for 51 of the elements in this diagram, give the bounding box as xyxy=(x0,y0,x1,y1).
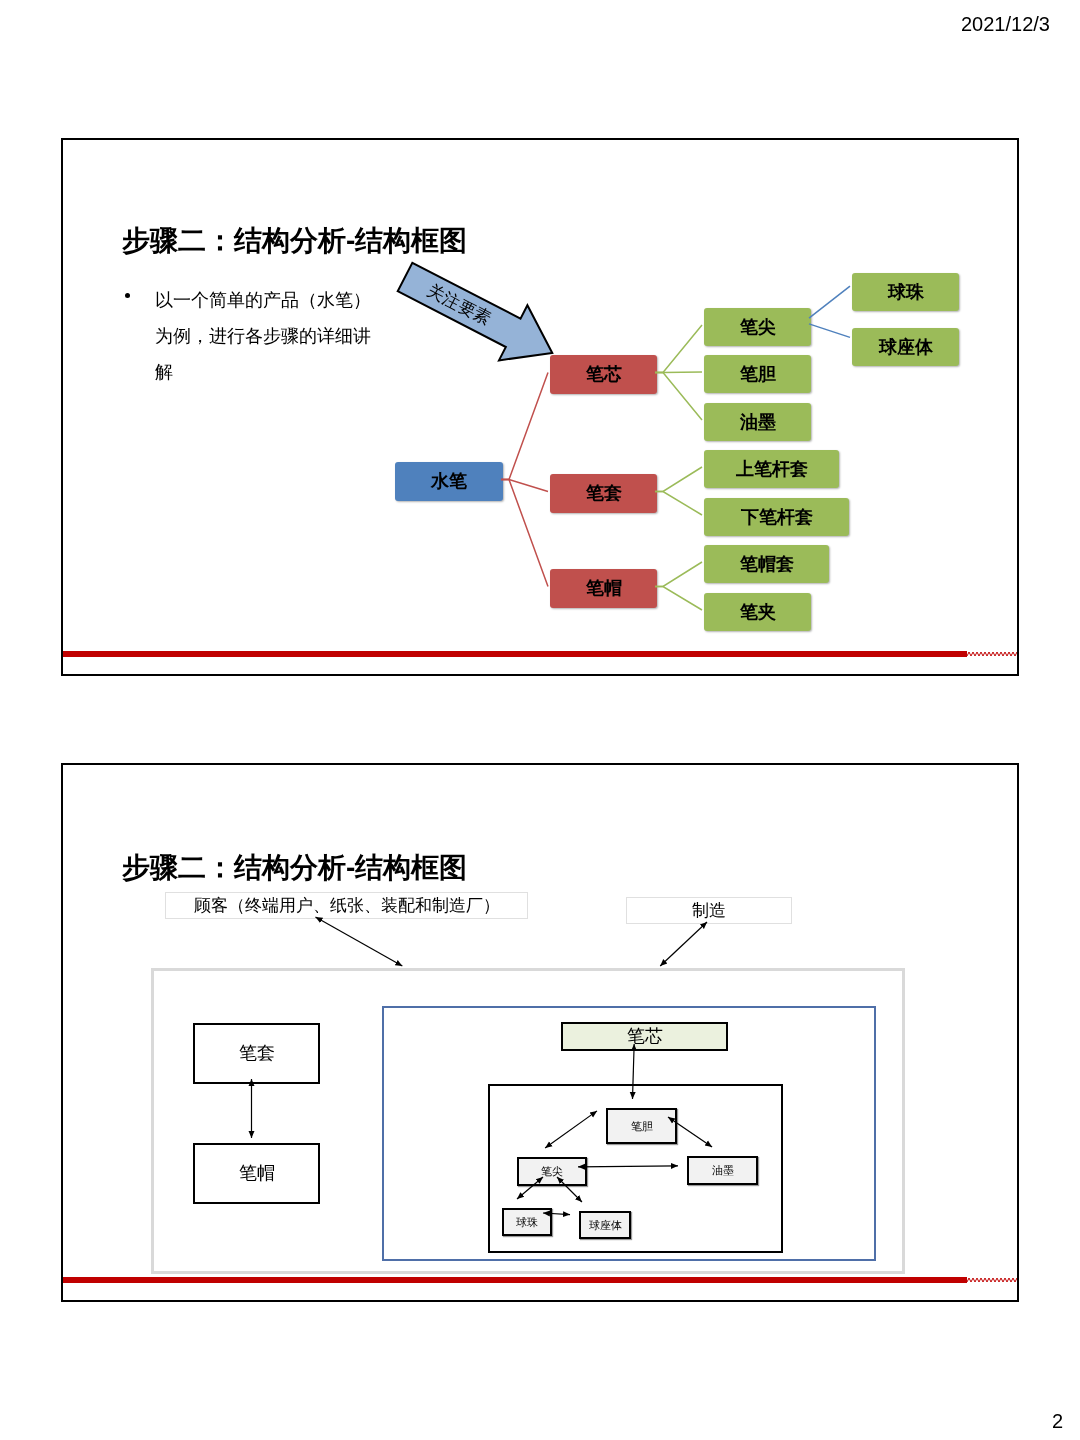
system-boundary-box xyxy=(151,968,905,1274)
part-box: 笔尖 xyxy=(517,1157,587,1186)
component-box: 笔帽 xyxy=(550,569,657,608)
part-box: 笔帽套 xyxy=(704,545,829,583)
part-box: 球座体 xyxy=(852,328,959,366)
component-box: 笔芯 xyxy=(550,355,657,394)
component-box: 笔套 xyxy=(550,474,657,513)
arrow xyxy=(577,1162,679,1170)
arrow xyxy=(667,1116,713,1148)
connector-line xyxy=(654,585,703,611)
arrow xyxy=(556,1176,583,1203)
slide-frame xyxy=(61,138,1019,676)
slide-frame xyxy=(61,763,1019,1302)
arrow xyxy=(542,1210,571,1218)
part-box: 球珠 xyxy=(852,273,959,311)
arrow xyxy=(659,921,708,967)
arrow xyxy=(314,916,403,967)
connector-line xyxy=(654,371,703,421)
part-box: 油墨 xyxy=(687,1156,758,1185)
subsystem-box xyxy=(488,1084,783,1253)
connector-line xyxy=(654,490,703,516)
part-box: 球座体 xyxy=(579,1211,631,1239)
root-node: 水笔 xyxy=(395,462,503,501)
connector-line xyxy=(808,323,851,339)
arrow xyxy=(248,1078,255,1139)
component-box: 笔套 xyxy=(193,1023,320,1084)
part-box: 笔胆 xyxy=(704,355,811,393)
component-box: 笔芯 xyxy=(561,1022,728,1051)
arrow xyxy=(516,1176,544,1200)
edge-label: 关注要素 xyxy=(423,279,495,331)
part-box: 笔胆 xyxy=(606,1108,677,1144)
part-box: 笔尖 xyxy=(704,308,811,346)
slide-title: 步骤二：结构分析-结构框图 xyxy=(122,224,468,258)
bullet-text: 以一个简单的产品（水笔）为例，进行各步骤的详细讲解 xyxy=(155,289,372,384)
part-box: 球珠 xyxy=(502,1208,552,1236)
connector-line xyxy=(808,285,851,319)
block-arrow xyxy=(396,261,554,362)
context-box: 顾客（终端用户、纸张、装配和制造厂） xyxy=(165,892,528,919)
part-box: 上笔杆套 xyxy=(704,450,839,488)
slide-title: 步骤二：结构分析-结构框图 xyxy=(122,851,468,885)
arrow xyxy=(629,1043,637,1100)
part-box: 笔夹 xyxy=(704,593,811,631)
subsystem-box xyxy=(382,1006,876,1261)
part-box: 油墨 xyxy=(704,403,811,441)
arrow xyxy=(544,1110,598,1149)
page-number: 2 xyxy=(1052,1409,1064,1434)
connector-line xyxy=(500,478,549,588)
date-text: 2021/12/3 xyxy=(961,12,1050,37)
component-box: 笔帽 xyxy=(193,1143,320,1204)
part-box: 下笔杆套 xyxy=(704,498,849,536)
context-box: 制造 xyxy=(626,897,792,924)
